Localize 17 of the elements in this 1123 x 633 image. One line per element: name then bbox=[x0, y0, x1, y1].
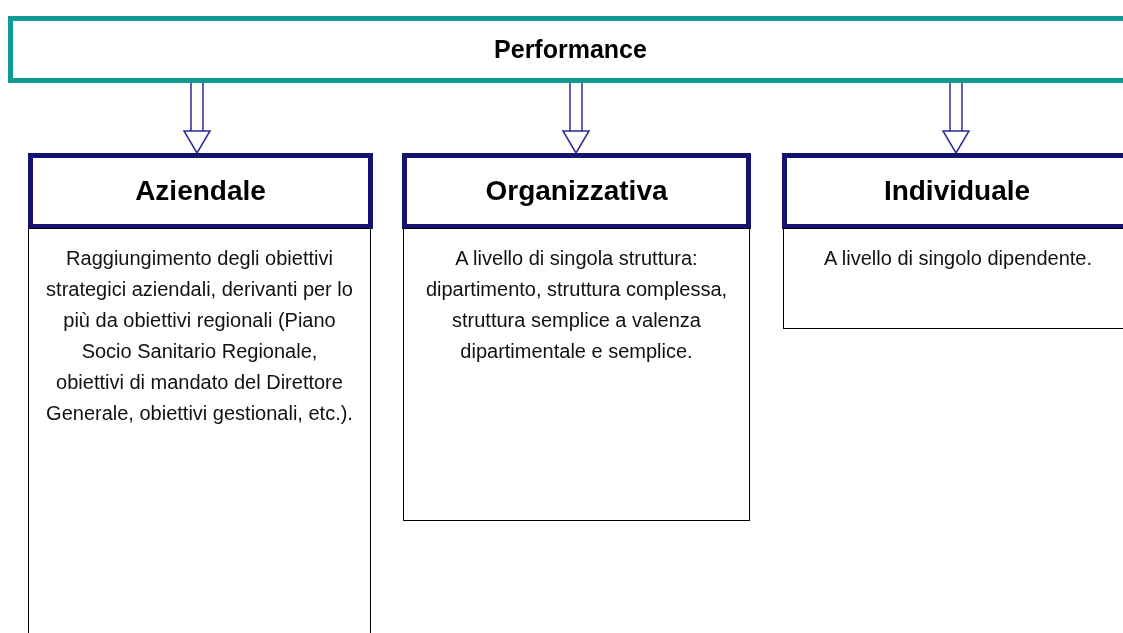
description-text: Raggiungimento degli obiettivi strategici aziendali, derivanti per lo più da obiettivi regionali (Piano Socio Sanitario Regionale, obiettivi di mandato del Direttore Generale, obiettivi gestionali, etc.). bbox=[45, 246, 354, 426]
title-box bbox=[8, 16, 1123, 83]
header-text: Individuale bbox=[883, 175, 1031, 207]
category-header-box bbox=[782, 153, 1123, 229]
description-box bbox=[28, 228, 371, 633]
description-text: A livello di singolo dipendente. bbox=[824, 246, 1092, 271]
description-box bbox=[783, 228, 1123, 329]
hollow-arrow bbox=[942, 82, 971, 154]
category-header-box bbox=[402, 153, 751, 229]
title-text: Performance bbox=[494, 35, 647, 64]
header-text: Organizzativa bbox=[485, 175, 668, 207]
hollow-arrow bbox=[183, 82, 212, 154]
description-box bbox=[403, 228, 750, 521]
category-header-box bbox=[28, 153, 373, 229]
description-text: A livello di singola struttura: dipartimento, struttura complessa, struttura semplice a valenza dipartimentale e semplice. bbox=[424, 246, 729, 364]
header-text: Aziendale bbox=[135, 175, 266, 207]
hollow-arrow bbox=[562, 82, 591, 154]
